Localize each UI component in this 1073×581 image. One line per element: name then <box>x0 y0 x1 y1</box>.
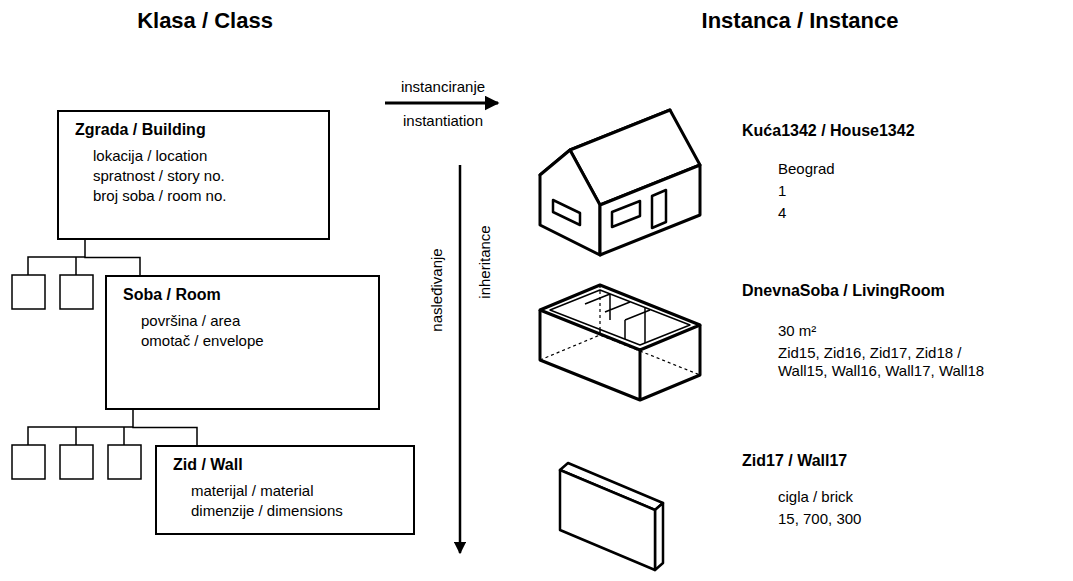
class-box: Soba / Room površina / areaomotač / envel… <box>105 275 380 410</box>
class-name: Soba / Room <box>123 285 364 305</box>
instance-value: Beograd <box>778 160 835 178</box>
instance-value: Zid15, Zid16, Zid17, Zid18 / Wall15, Wal… <box>778 344 1003 380</box>
instance-name: Zid17 / Wall17 <box>742 452 847 470</box>
class-attribute: omotač / envelope <box>123 331 364 351</box>
arrow-label: nasleđivanje <box>428 248 446 331</box>
instantiation-arrow <box>385 102 498 105</box>
class-name: Zgrada / Building <box>75 120 314 140</box>
instance-value: 15, 700, 300 <box>778 510 861 528</box>
inheritance-arrow <box>459 165 462 553</box>
wall-drawing <box>560 463 663 570</box>
inheritance-branch <box>133 410 197 445</box>
instance-value: 30 m² <box>778 322 816 340</box>
class-attribute: lokacija / location <box>75 146 314 166</box>
arrow-label: instanciranje <box>401 78 485 96</box>
instance-value: cigla / brick <box>778 488 853 506</box>
room-drawing <box>540 285 700 400</box>
house-drawing <box>540 110 700 255</box>
arrow-label: inheritance <box>476 225 494 298</box>
class-attribute: dimenzije / dimensions <box>173 501 399 521</box>
class-attribute: materijal / material <box>173 481 399 501</box>
class-box: Zgrada / Building lokacija / locationspra… <box>57 110 330 240</box>
instance-value: 1 <box>778 182 786 200</box>
class-attribute: površina / area <box>123 311 364 331</box>
arrow-label: instantiation <box>403 112 483 130</box>
column-heading: Instanca / Instance <box>702 12 899 30</box>
column-heading: Klasa / Class <box>137 12 273 30</box>
instance-name: DnevnaSoba / LivingRoom <box>742 282 945 300</box>
class-name: Zid / Wall <box>173 455 399 475</box>
class-box: Zid / Wall materijal / materialdimenzije … <box>155 445 415 535</box>
inheritance-branch <box>85 240 140 275</box>
class-attribute: spratnost / story no. <box>75 166 314 186</box>
instance-value: 4 <box>778 204 786 222</box>
instance-name: Kuća1342 / House1342 <box>742 122 915 140</box>
class-attribute: broj soba / room no. <box>75 186 314 206</box>
